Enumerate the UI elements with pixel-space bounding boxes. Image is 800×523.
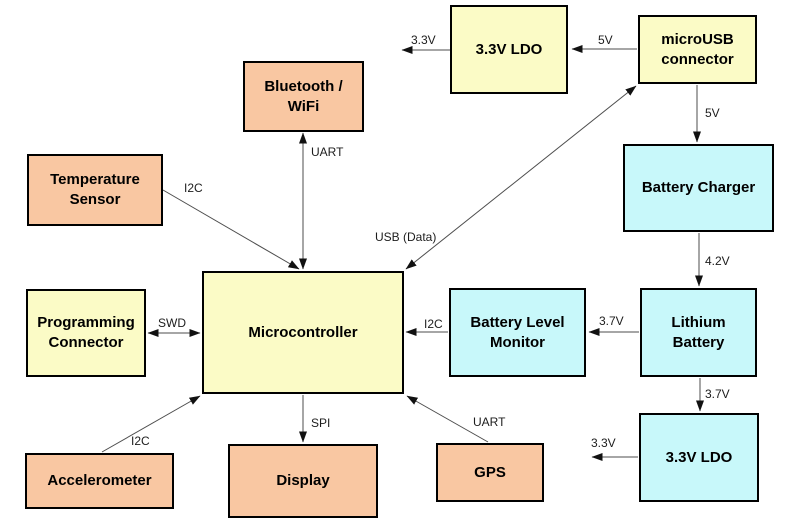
node-accelerometer: Accelerometer xyxy=(25,453,174,509)
node-label: Battery xyxy=(672,333,725,351)
node-battery-charger: Battery Charger xyxy=(623,144,774,232)
node-label: Temperature xyxy=(50,171,140,189)
node-lithium-battery: Lithium Battery xyxy=(640,288,757,377)
edge-label-gps-uart: UART xyxy=(473,415,506,429)
node-ldo-bottom: 3.3V LDO xyxy=(639,413,759,502)
edge-label-bluetooth-uart: UART xyxy=(311,145,344,159)
node-label: Microcontroller xyxy=(248,323,358,341)
node-label: Programming xyxy=(37,314,135,332)
edge-label-spi: SPI xyxy=(311,416,331,430)
node-label: Accelerometer xyxy=(47,472,152,490)
edge-label-microusb-to-ldo-5v: 5V xyxy=(598,33,613,47)
node-temperature-sensor: Temperature Sensor xyxy=(27,154,163,226)
node-label: 3.3V LDO xyxy=(475,40,543,58)
node-gps: GPS xyxy=(436,443,544,502)
node-ldo-top: 3.3V LDO xyxy=(450,5,568,94)
node-label: 3.3V LDO xyxy=(665,448,733,466)
edge-gps-to-mcu-uart xyxy=(406,395,489,443)
edge-mcu-microusb-usb-data xyxy=(405,85,637,270)
node-label: Bluetooth / xyxy=(264,77,343,95)
edge-label-swd: SWD xyxy=(158,316,186,330)
edge-label-accelerometer-i2c: I2C xyxy=(131,434,150,448)
edge-label-charger-to-battery-4v2: 4.2V xyxy=(705,254,730,268)
node-label: Battery Charger xyxy=(641,179,756,197)
node-label: Lithium xyxy=(671,313,726,331)
edge-label-battery-to-monitor-3v7: 3.7V xyxy=(599,314,624,328)
node-label: connector xyxy=(661,50,734,68)
node-label: microUSB xyxy=(661,30,734,48)
node-label: Connector xyxy=(48,334,124,351)
node-display: Display xyxy=(228,444,378,518)
node-bluetooth-wifi: Bluetooth / WiFi xyxy=(243,61,364,132)
node-microcontroller: Microcontroller xyxy=(202,271,404,394)
node-microusb-connector: microUSB connector xyxy=(638,15,757,84)
node-label: Battery Level xyxy=(470,313,565,331)
node-label: Monitor xyxy=(490,333,545,351)
node-programming-connector: Programming Connector xyxy=(26,289,146,377)
node-battery-level-monitor: Battery Level Monitor xyxy=(449,288,586,377)
edge-label-usb-data: USB (Data) xyxy=(375,230,437,244)
edge-label-battery-to-ldo-3v7: 3.7V xyxy=(705,387,730,401)
edge-accelerometer-to-mcu-i2c xyxy=(101,395,201,453)
edge-label-temp-sensor-i2c: I2C xyxy=(184,181,203,195)
node-label: Sensor xyxy=(69,191,121,208)
node-label: GPS xyxy=(474,463,506,481)
node-label: Display xyxy=(276,472,330,490)
edge-label-monitor-i2c: I2C xyxy=(424,317,443,331)
edge-temp-sensor-to-mcu xyxy=(162,189,300,270)
edge-label-microusb-to-charger-5v: 5V xyxy=(705,106,720,120)
node-label: WiFi xyxy=(287,97,320,115)
edge-label-ldo-bottom-out-3v3: 3.3V xyxy=(591,436,616,450)
edge-label-ldo-top-out-3v3: 3.3V xyxy=(411,33,436,47)
